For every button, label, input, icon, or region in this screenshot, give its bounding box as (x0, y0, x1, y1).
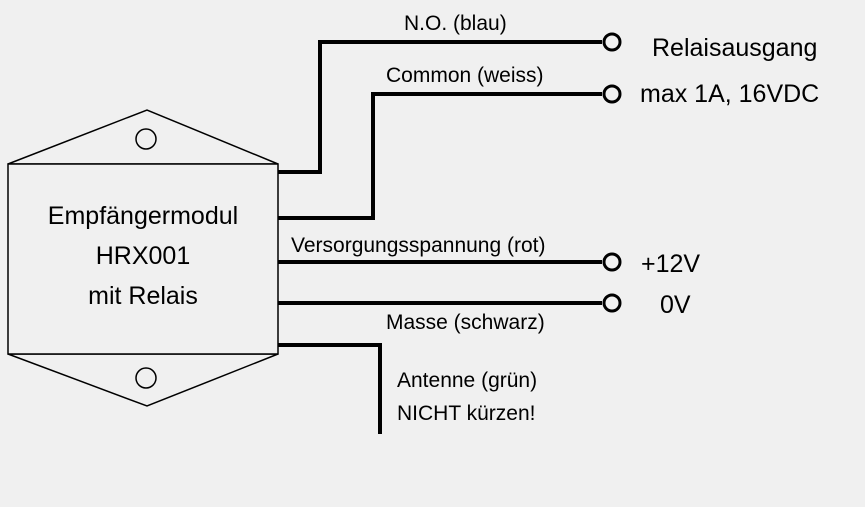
module-housing: Empfängermodul HRX001 mit Relais (7, 109, 279, 407)
top-mounting-tab (7, 109, 279, 165)
supply-wire-label: Versorgungsspannung (rot) (291, 234, 546, 257)
common-wire (278, 92, 602, 220)
bottom-mounting-tab (7, 353, 279, 407)
module-name-line3: mit Relais (88, 282, 198, 310)
supply-voltage-label: +12V (641, 250, 700, 278)
common-wire-label: Common (weiss) (386, 64, 544, 87)
no-terminal (602, 32, 622, 52)
ground-terminal (602, 293, 622, 313)
relay-output-label: Relaisausgang (652, 34, 817, 62)
antenna-wire (278, 343, 382, 434)
common-terminal (602, 84, 622, 104)
no-wire (278, 40, 602, 174)
module-name-line2: HRX001 (96, 242, 191, 270)
module-body (7, 163, 279, 355)
supply-terminal (602, 252, 622, 272)
antenna-label-line1: Antenne (grün) (397, 369, 537, 392)
no-wire-label: N.O. (blau) (404, 12, 507, 35)
ground-wire-label: Masse (schwarz) (386, 311, 545, 334)
ground-voltage-label: 0V (660, 291, 691, 319)
terminals (602, 32, 622, 313)
relay-rating-label: max 1A, 16VDC (640, 80, 819, 108)
wires (278, 40, 602, 434)
bottom-mounting-hole (135, 367, 157, 389)
antenna-label-line2: NICHT kürzen! (397, 402, 535, 425)
module-name-line1: Empfängermodul (48, 202, 238, 230)
top-mounting-hole (135, 128, 157, 150)
